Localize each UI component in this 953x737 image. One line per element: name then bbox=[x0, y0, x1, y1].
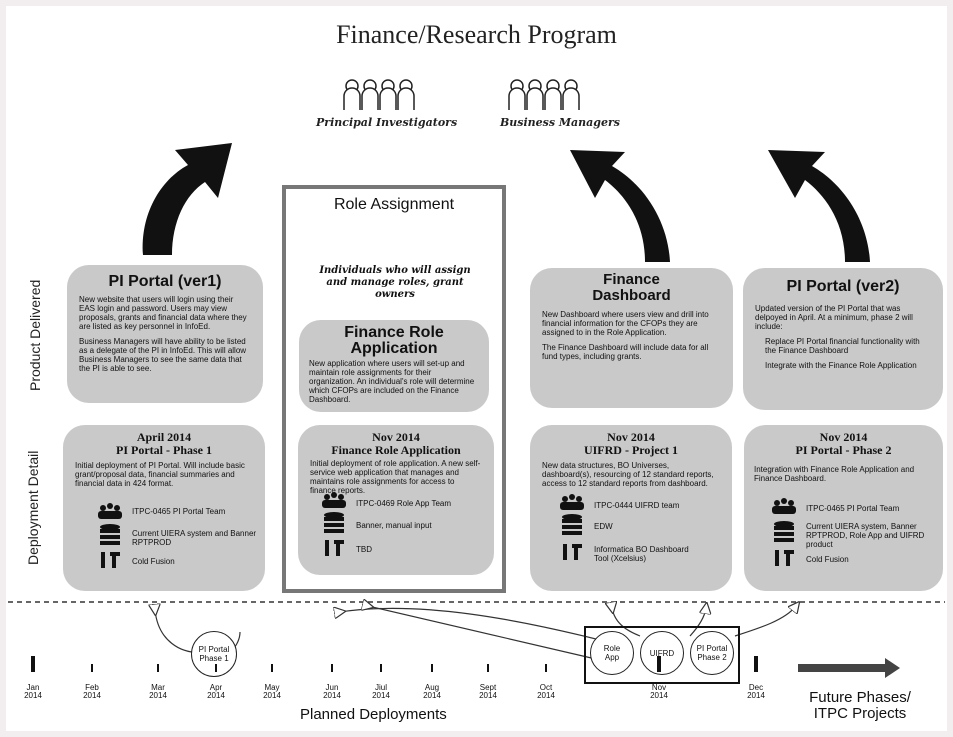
month-tick bbox=[271, 664, 273, 672]
month-tick bbox=[157, 664, 159, 672]
deployment-text: Initial deployment of PI Portal. Will in… bbox=[75, 461, 245, 488]
role-assignment-title: Role Assignment bbox=[333, 196, 455, 213]
team-icon bbox=[772, 498, 796, 514]
planned-deployments-label: Planned Deployments bbox=[300, 706, 447, 723]
month-tick bbox=[754, 656, 758, 672]
product-text: Replace PI Portal financial functionalit… bbox=[765, 337, 920, 355]
month-tick bbox=[657, 656, 661, 672]
product-text: New application where users will set-up … bbox=[309, 359, 475, 404]
tools-icon bbox=[325, 540, 344, 556]
team-icon bbox=[322, 492, 346, 508]
month-tick bbox=[380, 664, 382, 672]
month-tick bbox=[215, 664, 217, 672]
tools-icon bbox=[101, 552, 120, 568]
uifrd-connector-b bbox=[689, 608, 706, 637]
product-text: New website that users will login using … bbox=[79, 295, 247, 331]
team-label: ITPC-0469 Role App Team bbox=[356, 499, 452, 508]
data-source-label: Current UIERA system, Banner RPTPROD, Ro… bbox=[806, 522, 925, 549]
product-text: Business Managers will have ability to b… bbox=[79, 337, 247, 373]
principal-investigators-icon bbox=[343, 79, 415, 110]
tools-label: TBD bbox=[356, 545, 372, 554]
nov-deployments-box bbox=[584, 626, 740, 684]
team-label: ITPC-0465 PI Portal Team bbox=[806, 504, 900, 513]
future-arrow-icon bbox=[798, 658, 900, 678]
month-tick bbox=[487, 664, 489, 672]
product-card-pi-portal-v2: PI Portal (ver2) Updated version of the … bbox=[743, 268, 943, 410]
future-phases-label: Future Phases/ ITPC Projects bbox=[809, 689, 911, 722]
team-icon bbox=[98, 503, 122, 519]
deployment-date: Nov 2014 bbox=[819, 430, 868, 444]
role-assignment-caption: Individuals who will assign and manage r… bbox=[319, 265, 471, 300]
bm-group-label: Business Managers bbox=[500, 116, 620, 129]
page-title: Finance/Research Program bbox=[336, 20, 617, 49]
product-title: PI Portal (ver2) bbox=[786, 278, 900, 295]
deployment-name: PI Portal - Phase 2 bbox=[795, 443, 892, 457]
product-text: Updated version of the PI Portal that wa… bbox=[755, 304, 913, 331]
tools-icon bbox=[775, 550, 794, 566]
curved-arrow-icon bbox=[768, 150, 870, 262]
curved-arrow-icon bbox=[142, 143, 232, 255]
deployment-name: PI Portal - Phase 1 bbox=[116, 443, 212, 457]
deployment-name: Finance Role Application bbox=[331, 443, 461, 457]
data-source-label: Banner, manual input bbox=[356, 521, 432, 530]
deployment-date: Nov 2014 bbox=[607, 430, 655, 444]
month-tick bbox=[331, 664, 333, 672]
phase2-connector bbox=[734, 606, 796, 637]
deployment-date: Nov 2014 bbox=[372, 430, 420, 444]
deployment-card-phase1: April 2014 PI Portal - Phase 1 Initial d… bbox=[63, 425, 265, 591]
month-tick bbox=[31, 656, 35, 672]
product-text: Integrate with the Finance Role Applicat… bbox=[765, 361, 917, 370]
tools-label: Informatica BO Dashboard Tool (Xcelsius) bbox=[594, 545, 689, 563]
deployment-date: April 2014 bbox=[136, 430, 192, 444]
product-title: PI Portal (ver1) bbox=[108, 273, 222, 290]
product-text: New Dashboard where users view and drill… bbox=[542, 310, 709, 337]
month-tick bbox=[431, 664, 433, 672]
tools-label: Cold Fusion bbox=[806, 555, 849, 564]
database-icon bbox=[774, 521, 794, 542]
product-text: The Finance Dashboard will include data … bbox=[542, 343, 709, 361]
role-connector-b bbox=[368, 606, 601, 661]
database-icon bbox=[100, 524, 120, 545]
deployment-text: New data structures, BO Universes, dashb… bbox=[542, 461, 714, 488]
data-source-label: Current UIERA system and Banner RPTPROD bbox=[132, 529, 257, 547]
team-icon bbox=[560, 494, 584, 510]
database-icon bbox=[324, 512, 344, 533]
product-card-pi-portal-v1: PI Portal (ver1) New website that users … bbox=[67, 265, 263, 403]
tools-label: Cold Fusion bbox=[132, 557, 175, 566]
deployment-text: Integration with Finance Role Applicatio… bbox=[754, 465, 915, 483]
database-icon bbox=[562, 514, 582, 535]
curved-arrow-icon bbox=[570, 150, 670, 262]
team-label: ITPC-0465 PI Portal Team bbox=[132, 507, 226, 516]
data-source-label: EDW bbox=[594, 522, 613, 531]
pi-group-label: Principal Investigators bbox=[316, 116, 458, 129]
uifrd-circle: UIFRD bbox=[640, 631, 684, 675]
month-tick bbox=[91, 664, 93, 672]
month-tick bbox=[545, 664, 547, 672]
business-managers-icon bbox=[508, 79, 580, 110]
deployment-text: Initial deployment of role application. … bbox=[310, 459, 481, 495]
deployment-name: UIFRD - Project 1 bbox=[583, 443, 679, 457]
team-label: ITPC-0444 UIFRD team bbox=[594, 501, 680, 510]
tools-icon bbox=[563, 544, 582, 560]
